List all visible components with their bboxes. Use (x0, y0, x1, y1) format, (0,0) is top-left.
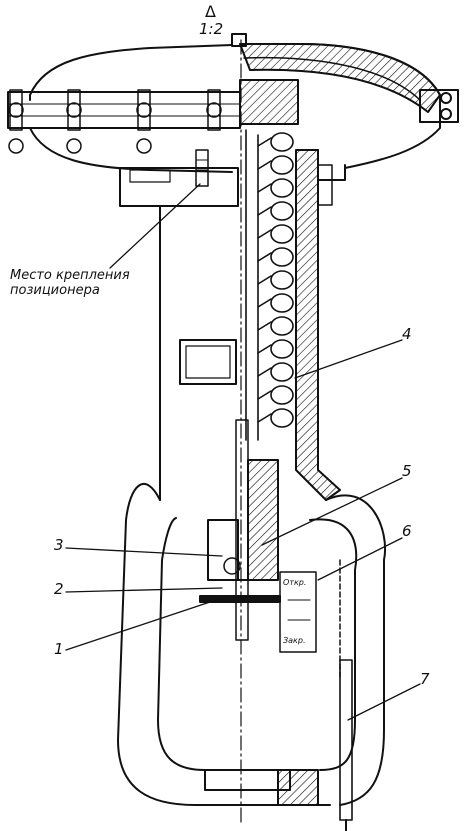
callout-6: 6 (402, 522, 412, 540)
callout-7: 7 (420, 670, 430, 688)
stem-assembly (199, 419, 353, 831)
scale-mark-open: Откр. (283, 578, 307, 587)
spring-coil-section (270, 201, 294, 221)
callout-3: 3 (54, 536, 64, 554)
annotation-line1: Место крепления (10, 268, 130, 283)
positioner-annotation: Место крепления позиционера (10, 268, 130, 298)
spring-coil-line (257, 298, 272, 308)
spring-coil-section (270, 132, 294, 152)
spring-coil-line (257, 183, 272, 193)
leader-lines (65, 183, 421, 721)
spring-coil-section (270, 385, 294, 405)
callout-2: 2 (54, 580, 64, 598)
spring-coil-section (270, 293, 294, 313)
spring-coil-section (270, 178, 294, 198)
callout-4: 4 (402, 325, 412, 343)
spring-coil-section (270, 270, 294, 290)
spring-coil-section (270, 339, 294, 359)
spring-coil-line (257, 160, 272, 170)
spring-coil-section (270, 155, 294, 175)
spring-coil-line (257, 252, 272, 262)
scale-label: 1:2 (199, 20, 224, 38)
spring-coil-line (257, 229, 272, 239)
diaphragm-housing (7, 33, 459, 173)
yoke-upper (119, 149, 346, 501)
spring-coil (245, 129, 294, 441)
spring-coil-section (270, 408, 294, 428)
spring-coil-line (257, 206, 272, 216)
spring-coil-line (257, 367, 272, 377)
callout-1: 1 (54, 640, 64, 658)
spring-coil-line (257, 344, 272, 354)
spring-coil-section (270, 316, 294, 336)
spring-coil-section (270, 224, 294, 244)
spring-coil-section (270, 247, 294, 267)
spring-coil-line (257, 275, 272, 285)
spring-coil-line (257, 321, 272, 331)
spring-coil-line (257, 137, 272, 147)
arrow-marker: Δ (205, 2, 216, 21)
spring-coil-section (270, 362, 294, 382)
scale-mark-closed: Закр. (283, 636, 306, 645)
spring-coil-line (257, 390, 272, 400)
spring-coil-line (257, 413, 272, 423)
callout-5: 5 (402, 462, 412, 480)
annotation-line2: позиционера (10, 283, 100, 298)
